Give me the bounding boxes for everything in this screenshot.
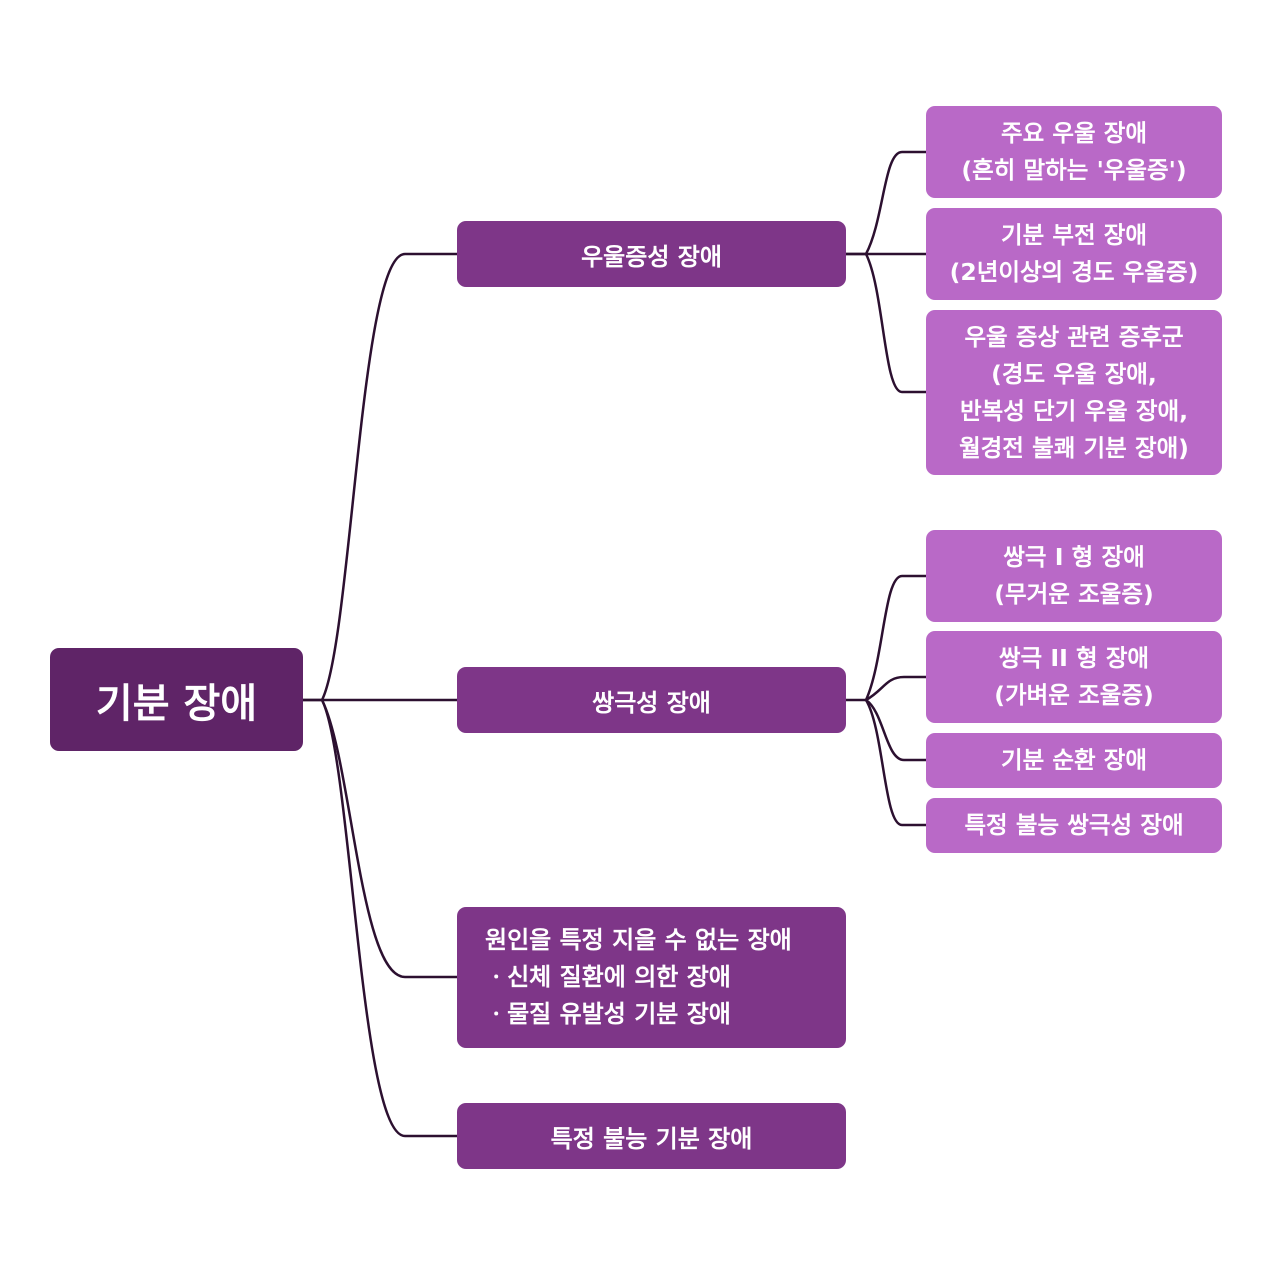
- leaf-line: 쌍극 I 형 장애: [1003, 543, 1145, 571]
- branch-label: 우울증성 장애: [581, 242, 722, 271]
- leaf-line: (흔히 말하는 '우울증'): [961, 156, 1187, 184]
- branch-line: ㆍ물질 유발성 기분 장애: [485, 1000, 731, 1028]
- leaf-major-depressive[interactable]: 주요 우울 장애 (흔히 말하는 '우울증'): [926, 106, 1222, 198]
- leaf-line: 우울 증상 관련 증후군: [964, 322, 1184, 351]
- leaf-line: 기분 부전 장애: [1000, 221, 1148, 249]
- branch-unspecified-cause[interactable]: 원인을 특정 지을 수 없는 장애 ㆍ신체 질환에 의한 장애 ㆍ물질 유발성 …: [457, 907, 846, 1048]
- leaf-line: (2년이상의 경도 우울증): [949, 258, 1199, 286]
- leaf-bipolar-1[interactable]: 쌍극 I 형 장애 (무거운 조울증): [926, 530, 1222, 622]
- branch-label: 특정 불능 기분 장애: [550, 1124, 753, 1153]
- link-branch-2-leaf-1: [844, 574, 928, 702]
- leaf-line: (무거운 조울증): [994, 580, 1154, 608]
- branch-label: 쌍극성 장애: [592, 688, 711, 717]
- link-root-branch-4: [320, 698, 459, 1138]
- link-branch-1-leaf-3: [864, 252, 928, 394]
- branch-depressive-disorders[interactable]: 우울증성 장애: [457, 221, 846, 287]
- leaf-bipolar-2[interactable]: 쌍극 II 형 장애 (가벼운 조울증): [926, 631, 1222, 723]
- link-branch-2-leaf-3: [864, 698, 928, 762]
- leaf-line: 월경전 불쾌 기분 장애): [959, 433, 1189, 462]
- branch-bipolar-disorders[interactable]: 쌍극성 장애: [457, 667, 846, 733]
- link-branch-2-leaf-2: [864, 675, 928, 702]
- link-branch-1-leaf-1: [844, 150, 928, 256]
- link-branch-2-leaf-4: [864, 698, 928, 827]
- leaf-line: (경도 우울 장애,: [991, 359, 1157, 388]
- leaf-depressive-syndromes[interactable]: 우울 증상 관련 증후군 (경도 우울 장애, 반복성 단기 우울 장애, 월경…: [926, 310, 1222, 475]
- link-root-branch-1: [301, 252, 459, 702]
- branch-mood-disorder-nos[interactable]: 특정 불능 기분 장애: [457, 1103, 846, 1169]
- leaf-dysthymic[interactable]: 기분 부전 장애 (2년이상의 경도 우울증): [926, 208, 1222, 300]
- leaf-line: 쌍극 II 형 장애: [998, 644, 1150, 672]
- branch-line: 원인을 특정 지을 수 없는 장애: [485, 926, 792, 954]
- leaf-line: (가벼운 조울증): [994, 681, 1154, 709]
- root-label: 기분 장애: [95, 680, 258, 727]
- leaf-cyclothymic[interactable]: 기분 순환 장애: [926, 733, 1222, 788]
- root-node[interactable]: 기분 장애: [50, 648, 303, 751]
- leaf-line: 주요 우울 장애: [1000, 119, 1148, 147]
- link-root-branch-3: [320, 698, 459, 979]
- leaf-line: 반복성 단기 우울 장애,: [959, 396, 1189, 425]
- leaf-bipolar-nos[interactable]: 특정 불능 쌍극성 장애: [926, 798, 1222, 853]
- branch-line: ㆍ신체 질환에 의한 장애: [485, 963, 731, 991]
- leaf-line: 기분 순환 장애: [1000, 746, 1148, 774]
- leaf-line: 특정 불능 쌍극성 장애: [964, 811, 1184, 839]
